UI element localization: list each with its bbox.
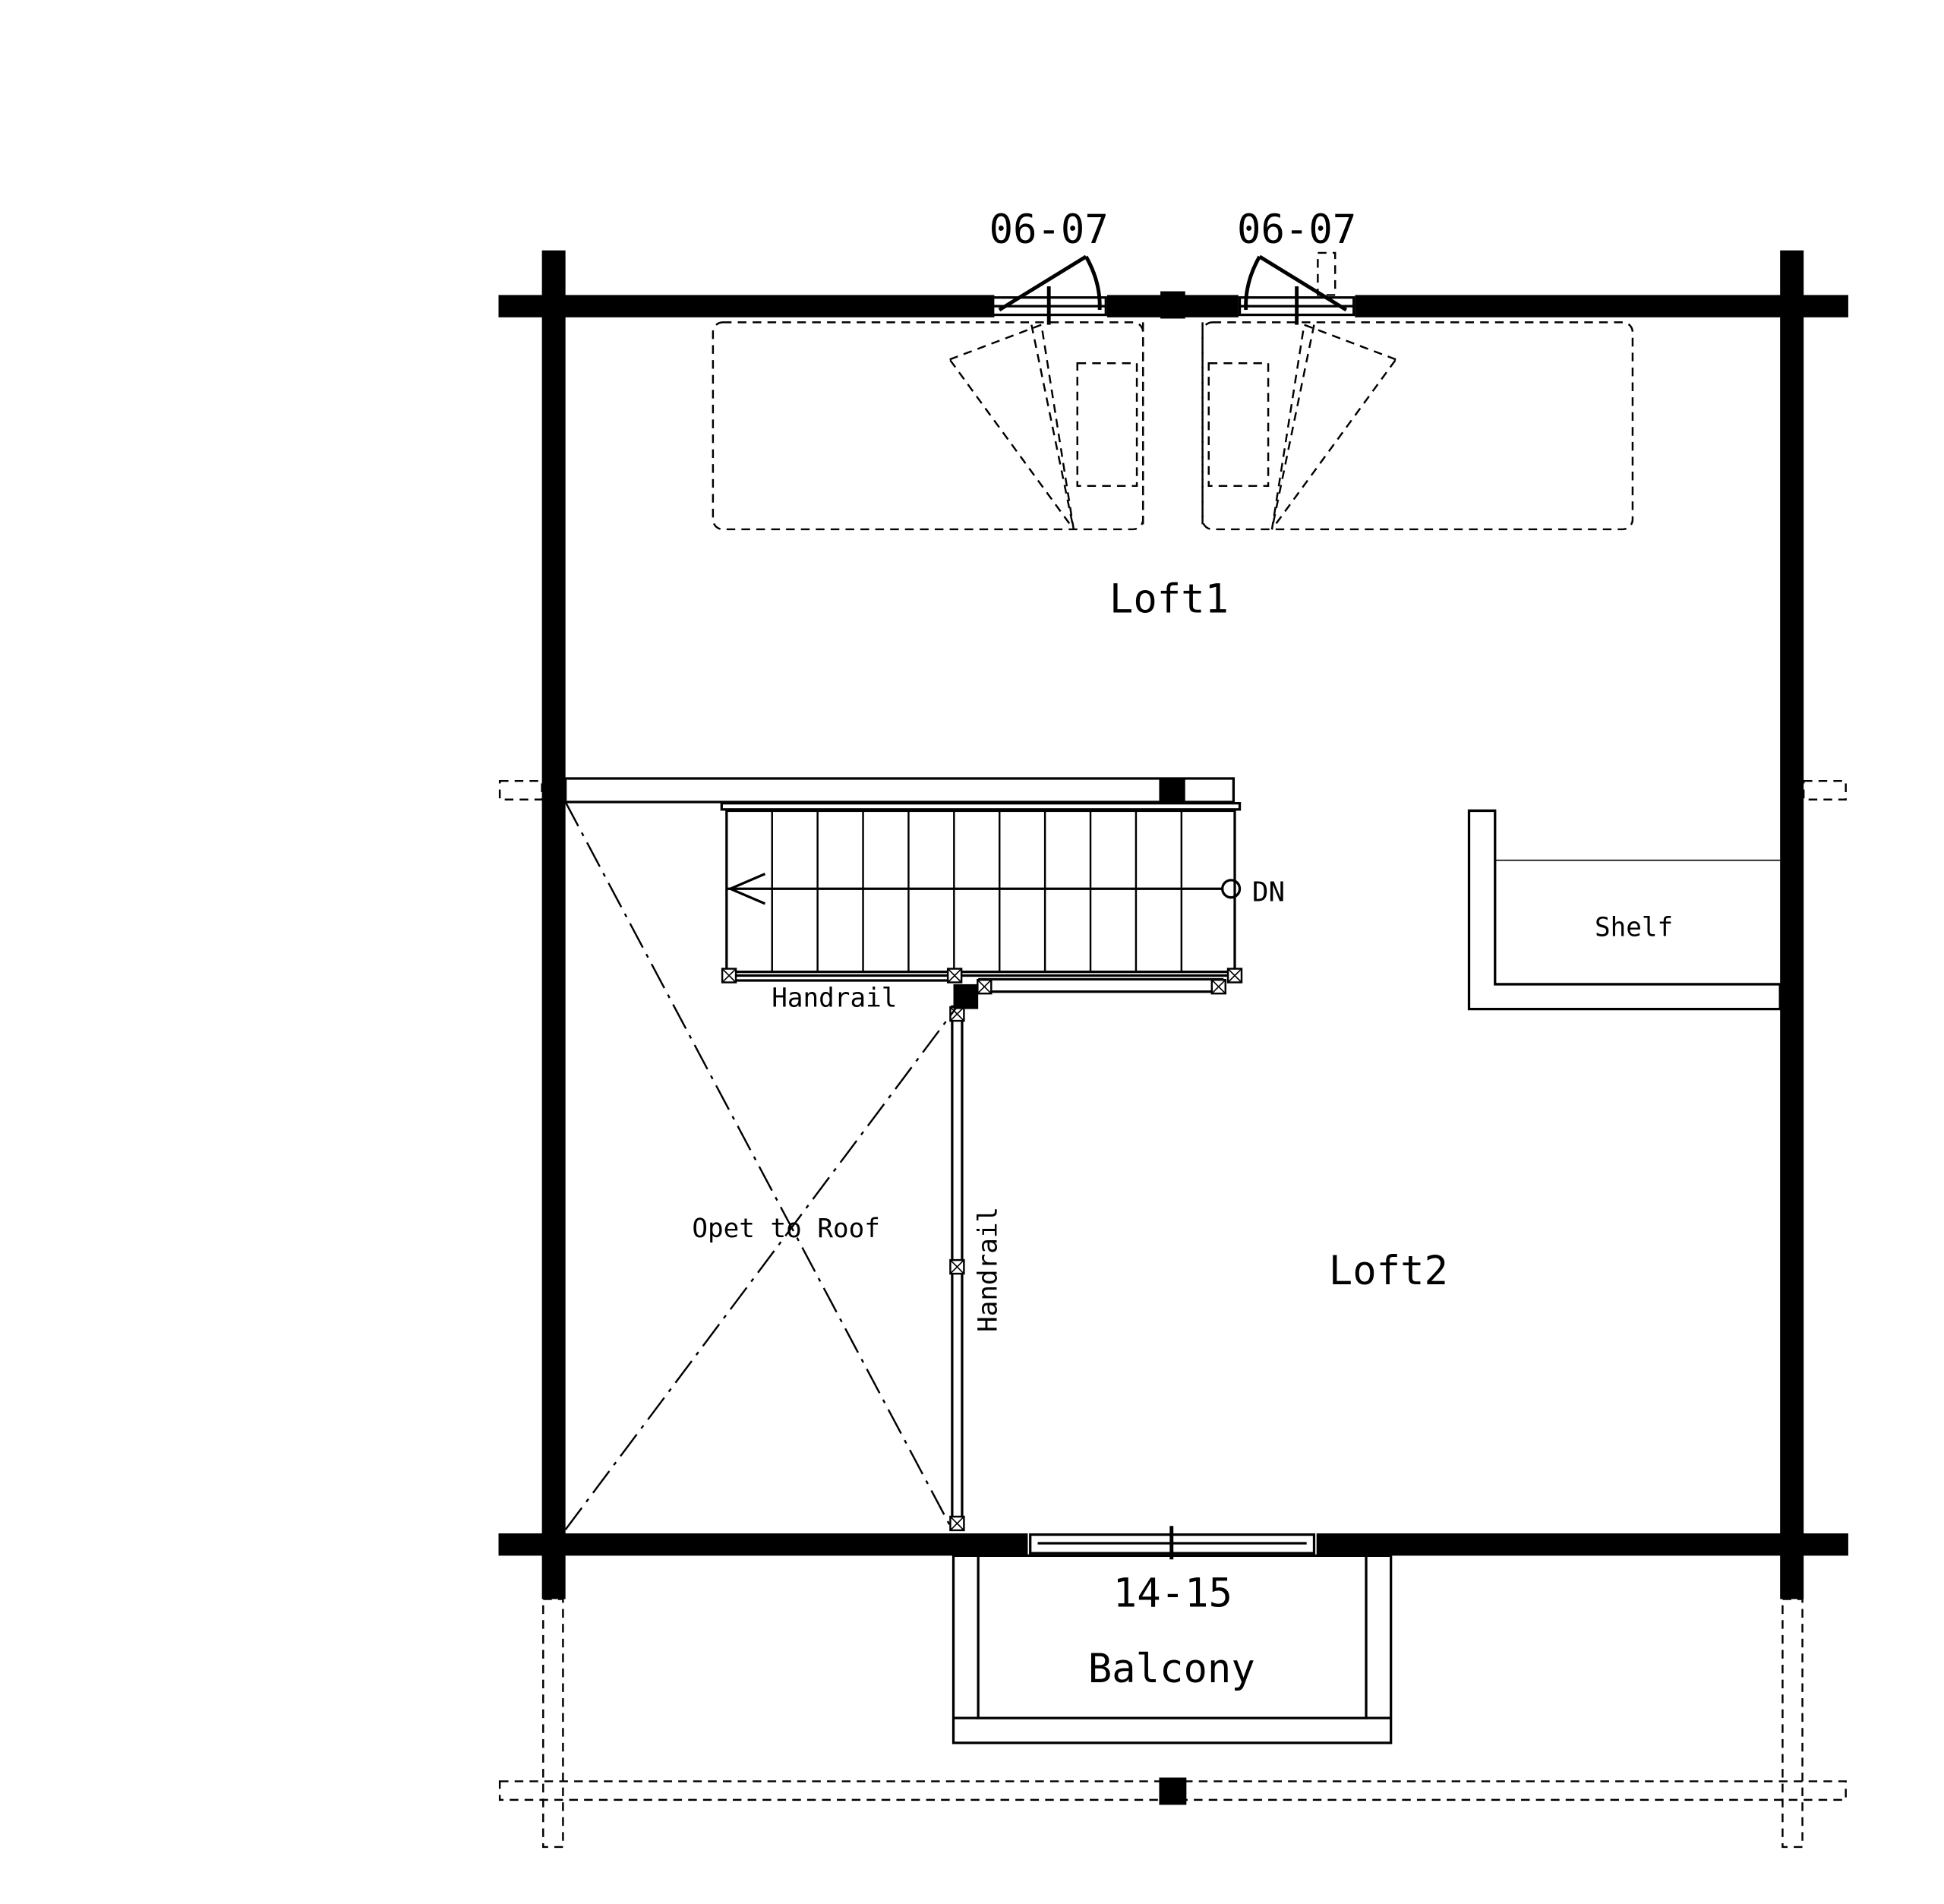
handrail-post	[946, 968, 963, 984]
deck-post	[1159, 1777, 1187, 1805]
balcony-label: Balcony	[1088, 1647, 1255, 1692]
shelf	[1467, 809, 1781, 1011]
wall-bottom-left	[498, 1533, 1028, 1556]
window-right	[1238, 251, 1355, 325]
balcony	[951, 1554, 1393, 1745]
stairs-direction-label: DN	[1252, 877, 1285, 908]
handrail-post	[721, 968, 737, 984]
wall-right	[1780, 250, 1804, 1599]
handrail-posts	[721, 968, 1243, 1532]
wall-bottom-right	[1316, 1533, 1848, 1556]
window-left-label: 06-07	[989, 207, 1109, 253]
wall-stubs	[498, 780, 1847, 800]
post-top-center	[1160, 291, 1185, 319]
exterior-walls	[498, 250, 1848, 1599]
handrail-post	[1226, 968, 1243, 984]
column-post	[953, 984, 979, 1009]
wall-top	[498, 295, 995, 317]
handrail-post	[977, 978, 993, 995]
door-bottom-label: 14-15	[1113, 1571, 1232, 1616]
room-label-loft1: Loft1	[1109, 576, 1229, 622]
bed-left	[712, 321, 1144, 531]
open-to-roof-area	[564, 801, 958, 1530]
stair-start-circle	[1221, 879, 1242, 899]
handrail-post	[1210, 978, 1227, 995]
bed-right	[1201, 321, 1634, 531]
handrail-post	[949, 1258, 965, 1275]
stair-treads	[771, 810, 1183, 972]
wall-top-right	[1355, 295, 1848, 317]
shelf-label: Shelf	[1595, 912, 1673, 943]
handrail-vertical-label: Handrail	[974, 1207, 1004, 1332]
handrail-horizontal-label: Handrail	[772, 983, 897, 1013]
window-left	[990, 254, 1107, 325]
deck-outline	[498, 1598, 1847, 1849]
staircase	[725, 809, 1242, 974]
window-right-label: 06-07	[1237, 207, 1356, 253]
stair-partition	[564, 777, 1242, 811]
balcony-door	[1029, 1526, 1316, 1560]
room-label-loft2: Loft2	[1329, 1249, 1448, 1294]
wall-left	[541, 250, 566, 1599]
open-to-roof-label: Opet to Roof	[692, 1214, 880, 1244]
handrail-post	[949, 1515, 965, 1532]
